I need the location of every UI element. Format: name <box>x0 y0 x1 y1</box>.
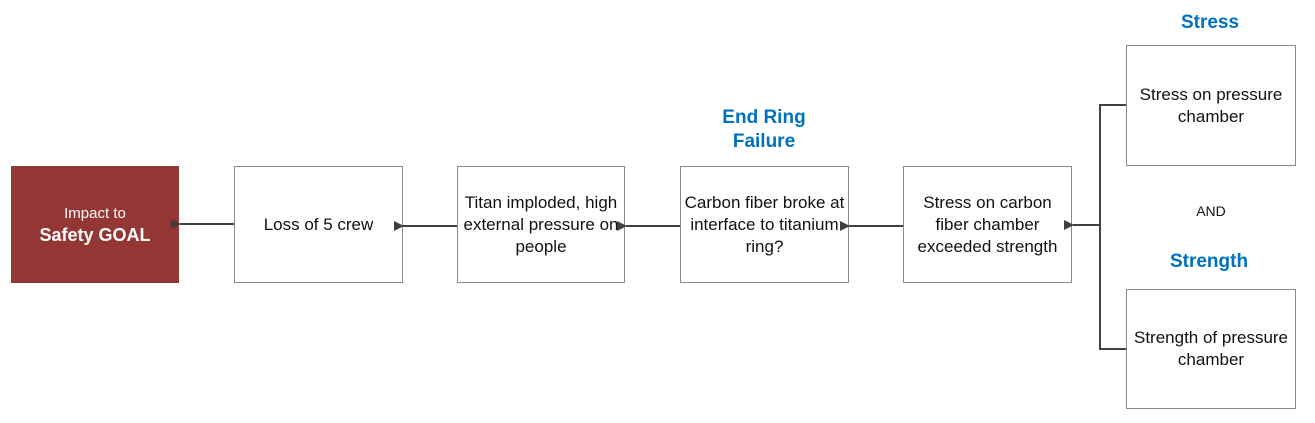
loss-of-crew-text: Loss of 5 crew <box>263 214 374 234</box>
strength-of-chamber-box: Strength of pressure chamber <box>1126 289 1296 409</box>
titan-imploded-text: Titan imploded, high external pressure o… <box>463 192 619 256</box>
and-gate-label: AND <box>1196 203 1226 219</box>
loss-of-crew-box: Loss of 5 crew <box>234 166 403 283</box>
stress-on-chamber-text: Stress on pressure chamber <box>1139 85 1283 126</box>
end-ring-failure-heading: End Ring Failure <box>722 107 806 152</box>
strength-of-chamber-text: Strength of pressure chamber <box>1133 328 1289 369</box>
strength-heading: Strength <box>1169 251 1249 272</box>
stress-exceeded-text: Stress on carbon fiber chamber exceeded … <box>917 192 1058 256</box>
carbon-fiber-broke-box: Carbon fiber broke at interface to titan… <box>680 166 849 283</box>
goal-title: Safety GOAL <box>39 224 151 245</box>
titan-imploded-box: Titan imploded, high external pressure o… <box>457 166 625 283</box>
stress-on-chamber-box: Stress on pressure chamber <box>1126 45 1296 166</box>
goal-subtitle: Impact to <box>64 204 126 222</box>
stress-exceeded-box: Stress on carbon fiber chamber exceeded … <box>903 166 1072 283</box>
safety-goal-box: Impact to Safety GOAL <box>11 166 179 283</box>
stress-heading: Stress <box>1180 12 1240 33</box>
carbon-fiber-broke-text: Carbon fiber broke at interface to titan… <box>684 192 845 256</box>
